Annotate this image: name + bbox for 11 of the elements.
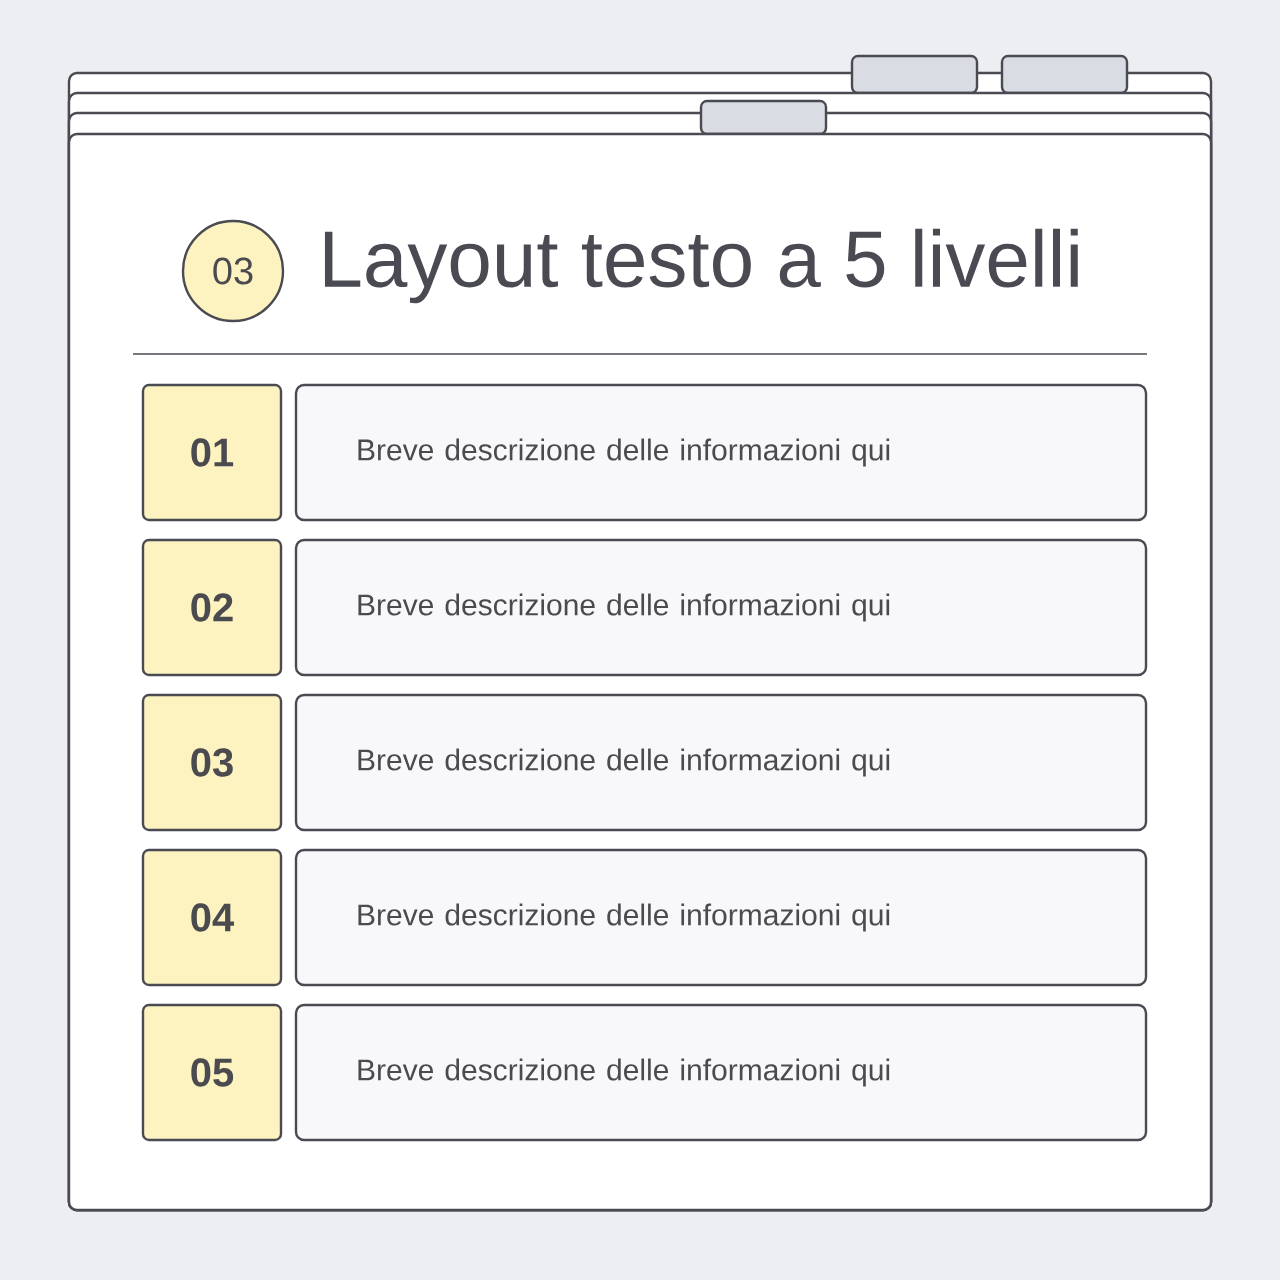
number-box: 03 xyxy=(141,693,283,832)
number-box: 04 xyxy=(141,848,283,987)
description-box: Breve descrizione delle informazioni qui xyxy=(294,383,1148,522)
number-box: 05 xyxy=(141,1003,283,1142)
description-box: Breve descrizione delle informazioni qui xyxy=(294,538,1148,677)
number-box: 01 xyxy=(141,383,283,522)
title: Layout testo a 5 livelli xyxy=(324,228,1078,304)
description-box: Breve descrizione delle informazioni qui xyxy=(294,1003,1148,1142)
number-box: 02 xyxy=(141,538,283,677)
description-box: Breve descrizione delle informazioni qui xyxy=(294,848,1148,987)
description-box: Breve descrizione delle informazioni qui xyxy=(294,693,1148,832)
